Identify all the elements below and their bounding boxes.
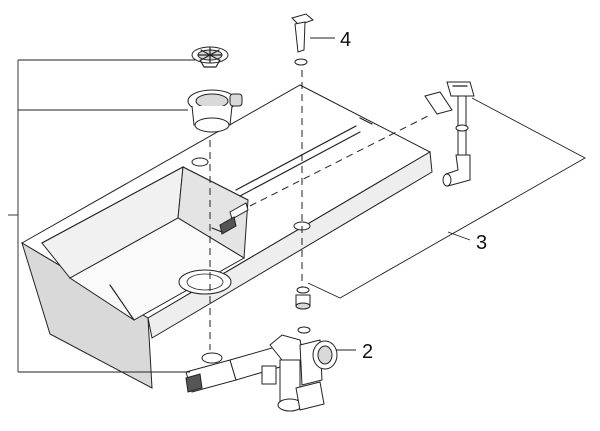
- sink-body: [21, 84, 433, 389]
- strainer-basket: [191, 46, 229, 68]
- assembly-lines: [209, 70, 431, 350]
- pop-up-plug: [291, 13, 314, 66]
- leader-lines: [8, 37, 586, 373]
- callout-3-label: 3: [476, 232, 487, 254]
- callout-2-label: 2: [362, 341, 373, 363]
- overflow-connector: [424, 81, 475, 187]
- waste-outlet: [187, 89, 243, 133]
- siphon-trap: [185, 326, 338, 412]
- drainer-waste: [295, 286, 311, 310]
- callout-4-label: 4: [340, 29, 351, 51]
